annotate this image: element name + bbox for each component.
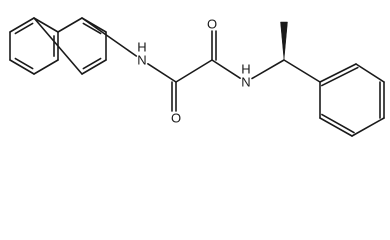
bond-a6-a1-inner (14, 22, 34, 35)
bond-p4-p5 (351, 117, 385, 137)
bond-a2-a3 (9, 59, 35, 75)
wedge-bond-methyl (280, 21, 288, 61)
bond-c13-p1 (283, 59, 321, 83)
bond-a7-a8-inner (82, 22, 102, 35)
bond-n1-c11 (147, 63, 177, 83)
bond-n2-c13 (251, 59, 285, 80)
hydrogen-n1: H (137, 40, 146, 55)
bond-p5-p6-second (321, 113, 355, 134)
bond-a7-n1 (81, 17, 138, 57)
hydrogen-n2: H (241, 62, 250, 77)
bond-a3-a4 (33, 59, 59, 75)
bond-a5-a7 (57, 17, 83, 33)
atom-n1: N (137, 53, 146, 68)
bond-a9-a10-inner (82, 57, 102, 70)
bond-a5-a6 (33, 17, 59, 33)
bond-layer (9, 17, 385, 137)
bond-a10-a6 (33, 17, 83, 75)
bond-p2-p3 (355, 63, 385, 83)
bond-a6-a1 (9, 17, 35, 33)
atom-o1: O (171, 111, 181, 126)
bond-p5-p6 (319, 117, 353, 137)
atom-n2: N (241, 75, 250, 90)
atom-o2: O (207, 17, 217, 32)
bond-p1-p2 (319, 63, 357, 83)
bond-p1-p2-second (320, 66, 359, 87)
bond-a2-a3-inner (14, 57, 34, 70)
bond-c11-c12 (175, 59, 213, 83)
bond-a9-a10 (81, 59, 107, 75)
bond-c12-n2 (211, 59, 241, 79)
